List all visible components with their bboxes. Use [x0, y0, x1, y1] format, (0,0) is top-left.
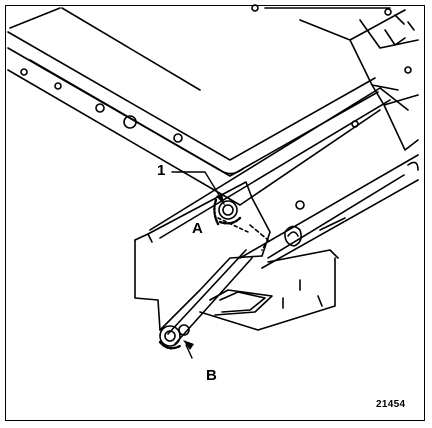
- callout-1: 1: [157, 162, 166, 179]
- arrowhead-b: [183, 340, 194, 350]
- figure-reference: 21454: [376, 399, 406, 410]
- upper-structure: [299, 8, 419, 151]
- diagram-frame: [5, 5, 425, 421]
- floor-panel: [7, 4, 391, 206]
- bracket: [134, 181, 271, 345]
- arrowhead-1: [216, 194, 225, 206]
- lower-bolt: [158, 324, 190, 350]
- upper-bolt: [213, 198, 242, 226]
- callout-b: B: [206, 367, 217, 384]
- callout-a: A: [192, 220, 203, 237]
- leader-lines: [171, 171, 223, 359]
- lower-panel: [199, 249, 339, 331]
- side-member: [149, 87, 419, 269]
